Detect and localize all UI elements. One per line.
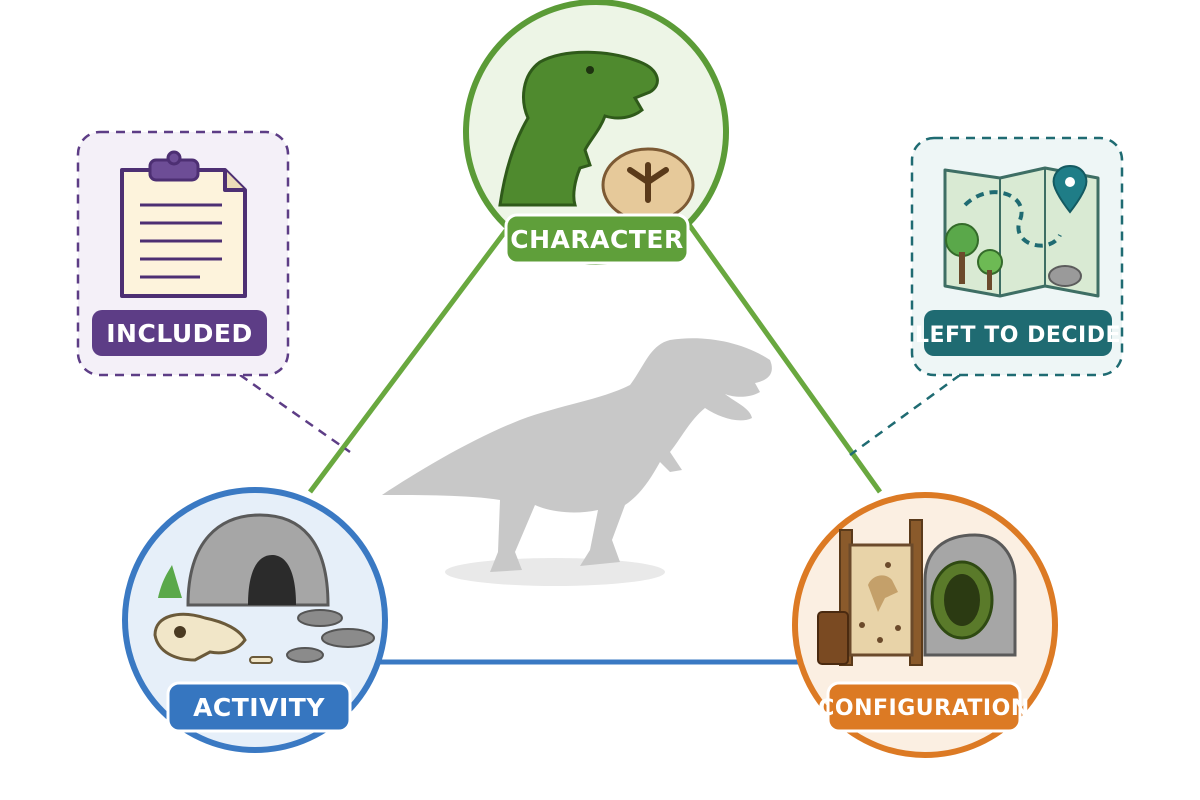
- configuration-label: CONFIGURATION: [818, 696, 1029, 721]
- character-pill: [504, 213, 690, 265]
- t-rex-silhouette-icon: [382, 338, 772, 586]
- activity-pill: [166, 681, 352, 733]
- edge-character-activity: [307, 203, 528, 494]
- activity-label: ACTIVITY: [193, 693, 325, 722]
- character-node: CHARACTER: [463, 0, 729, 265]
- left-to-decide-callout: LEFT TO DECIDE: [910, 136, 1124, 377]
- map-pin-icon: [943, 164, 1100, 298]
- configuration-node: CONFIGURATION: [792, 492, 1058, 758]
- included-label: INCLUDED: [106, 319, 253, 348]
- included-callout: INCLUDED: [76, 130, 290, 377]
- connector-left-to-decide: [849, 373, 961, 457]
- t-rex-fossil-icon: [498, 50, 695, 223]
- configuration-pill: [826, 681, 1022, 733]
- climbing-wall-tunnel-icon: [817, 519, 1017, 666]
- connector-included: [239, 373, 351, 454]
- left-to-decide-pill: [924, 310, 1112, 356]
- edge-character-configuration: [672, 203, 883, 494]
- left-to-decide-label: LEFT TO DECIDE: [915, 323, 1121, 348]
- activity-node: ACTIVITY: [122, 487, 388, 753]
- cave-bones-icon: [153, 513, 375, 664]
- character-label: CHARACTER: [510, 225, 683, 254]
- clipboard-icon: [120, 150, 247, 298]
- included-pill: [92, 310, 267, 356]
